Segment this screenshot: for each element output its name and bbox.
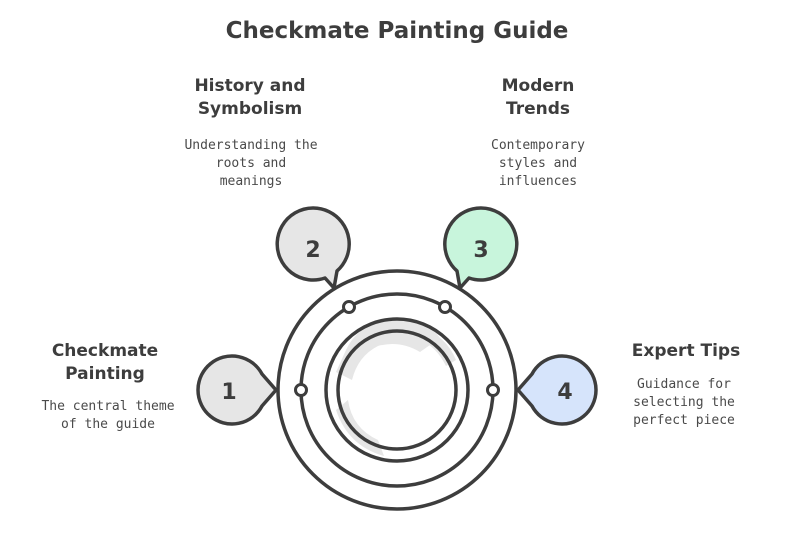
page-title: Checkmate Painting Guide [225, 18, 569, 44]
step-3-heading: Modern Trends [501, 76, 575, 119]
step-2-heading: History and Symbolism [194, 76, 306, 119]
outer-ring [276, 269, 518, 511]
inner-ring-shading [336, 318, 456, 456]
step-4-bubble: 4 [516, 354, 598, 426]
connector-dot-1 [294, 383, 308, 397]
step-2-description: Understanding the roots and meanings [184, 138, 318, 189]
connector-dot-2 [342, 300, 356, 314]
step-3-description: Contemporary styles and influences [491, 138, 585, 189]
connector-dot-4 [486, 383, 500, 397]
step-4-number: 4 [557, 380, 572, 405]
step-2-number: 2 [305, 238, 320, 263]
inner-ring-outer-edge [324, 317, 470, 463]
step-4-description: Guidance for selecting the perfect piece [633, 377, 735, 428]
step-1-bubble: 1 [196, 354, 278, 426]
step-3-number: 3 [473, 238, 488, 263]
step-1-description: The central theme of the guide [41, 399, 175, 432]
step-3-bubble: 3 [443, 206, 519, 290]
step-1-heading: Checkmate Painting [51, 341, 159, 384]
inner-ring-inner-edge [336, 329, 458, 451]
connector-dot-3 [438, 300, 452, 314]
step-2-bubble: 2 [275, 206, 351, 290]
step-1-number: 1 [221, 380, 236, 405]
step-4-heading: Expert Tips [631, 341, 741, 361]
